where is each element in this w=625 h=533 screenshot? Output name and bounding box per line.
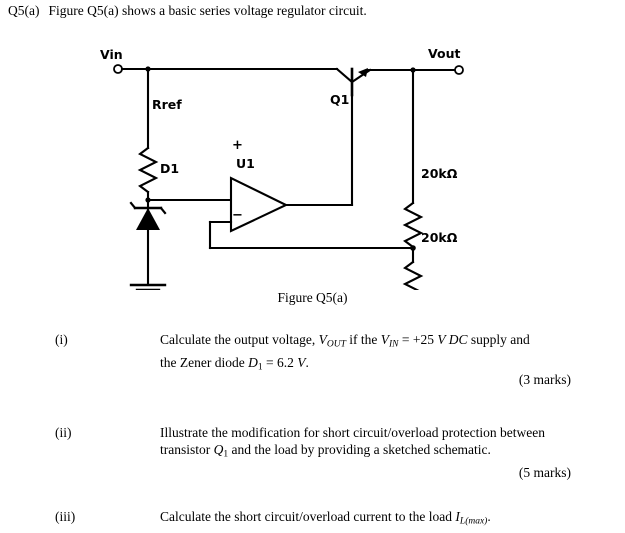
- item-iii-text: Calculate the short circuit/overload cur…: [160, 508, 600, 531]
- item-i-vout-sym: V: [318, 332, 327, 347]
- question-item-i: (i) Calculate the output voltage, VOUT i…: [55, 331, 585, 376]
- item-i-vout-sub: OUT: [326, 339, 346, 350]
- u1-opamp-body: [229, 176, 289, 233]
- wire-q1-collector: [335, 67, 354, 84]
- question-number: Q5(a): [8, 3, 40, 18]
- item-ii-q1-sym: Q: [213, 442, 224, 457]
- item-i-d1-sym: D: [248, 354, 258, 370]
- item-i-unit1: V DC: [437, 332, 468, 347]
- figure-caption: Figure Q5(a): [277, 290, 348, 305]
- item-i-l2c: .: [305, 354, 309, 370]
- item-i-vin-sym: V: [380, 332, 389, 347]
- item-i-number: (i): [55, 332, 68, 347]
- label-opamp-plus: +: [232, 138, 243, 153]
- item-ii-q1-sub: 1: [223, 449, 229, 460]
- item-i-l1b: if the: [345, 332, 381, 347]
- item-i-l2a: the Zener diode: [160, 354, 249, 370]
- question-statement: Figure Q5(a) shows a basic series voltag…: [48, 3, 367, 18]
- label-rref: Rref: [152, 97, 182, 112]
- item-ii-l2b: and the load by providing a sketched sch…: [228, 442, 491, 457]
- rref-resistor-icon: [137, 146, 159, 194]
- label-vin: Vin: [100, 47, 123, 62]
- item-i-l1a: Calculate the output voltage,: [160, 332, 319, 347]
- label-vout: Vout: [428, 46, 461, 61]
- item-iii-l1a: Calculate the short circuit/overload cur…: [160, 509, 456, 524]
- label-r-top: 20kΩ: [421, 166, 458, 181]
- circuit-figure: Vin Vout Rref D1 U1 Q1 + − 20kΩ 20kΩ: [0, 40, 625, 333]
- item-i-unit2: V: [297, 354, 306, 370]
- r-top-resistor-icon: [402, 201, 424, 249]
- item-iii-l1b: .: [487, 509, 491, 524]
- d1-diode-triangle-icon: [136, 208, 160, 230]
- label-d1: D1: [160, 161, 180, 176]
- vout-terminal-icon: [454, 65, 464, 75]
- circuit-schematic-svg: [113, 64, 464, 333]
- label-r-bottom: 20kΩ: [421, 230, 458, 245]
- vin-terminal-icon: [113, 64, 123, 74]
- d1-zener-bend-right: [159, 206, 167, 215]
- label-q1: Q1: [330, 92, 350, 107]
- label-u1: U1: [236, 156, 255, 171]
- item-iii-il-sym: I: [455, 509, 460, 524]
- question-item-ii: (ii) Illustrate the modification for sho…: [55, 424, 585, 464]
- r-bottom-resistor-icon: [402, 260, 424, 308]
- item-iii-il-sub: L(max): [459, 516, 488, 527]
- item-ii-number: (ii): [55, 425, 72, 440]
- question-item-iii: (iii) Calculate the short circuit/overlo…: [55, 508, 600, 531]
- item-ii-marks: (5 marks): [518, 465, 571, 480]
- item-ii-l1: Illustrate the modification for short ci…: [160, 425, 545, 440]
- item-i-d1-sub: 1: [257, 362, 263, 373]
- item-i-l2b: = 6.2: [262, 354, 298, 370]
- item-i-l1c: = +25: [398, 332, 438, 347]
- item-i-marks: (3 marks): [518, 372, 571, 387]
- item-i-text: Calculate the output voltage, VOUT if th…: [160, 331, 585, 376]
- d1-zener-bend-left: [129, 201, 137, 210]
- label-opamp-minus: −: [232, 208, 243, 223]
- q1-emitter-arrow-icon: [358, 68, 368, 77]
- item-ii-l2a: transistor: [160, 442, 214, 457]
- item-ii-text: Illustrate the modification for short ci…: [160, 424, 585, 464]
- item-i-l1d: supply and: [467, 332, 530, 347]
- question-heading: Q5(a) Figure Q5(a) shows a basic series v…: [8, 3, 367, 19]
- item-iii-number: (iii): [55, 509, 76, 524]
- item-i-vin-sub: IN: [388, 339, 399, 350]
